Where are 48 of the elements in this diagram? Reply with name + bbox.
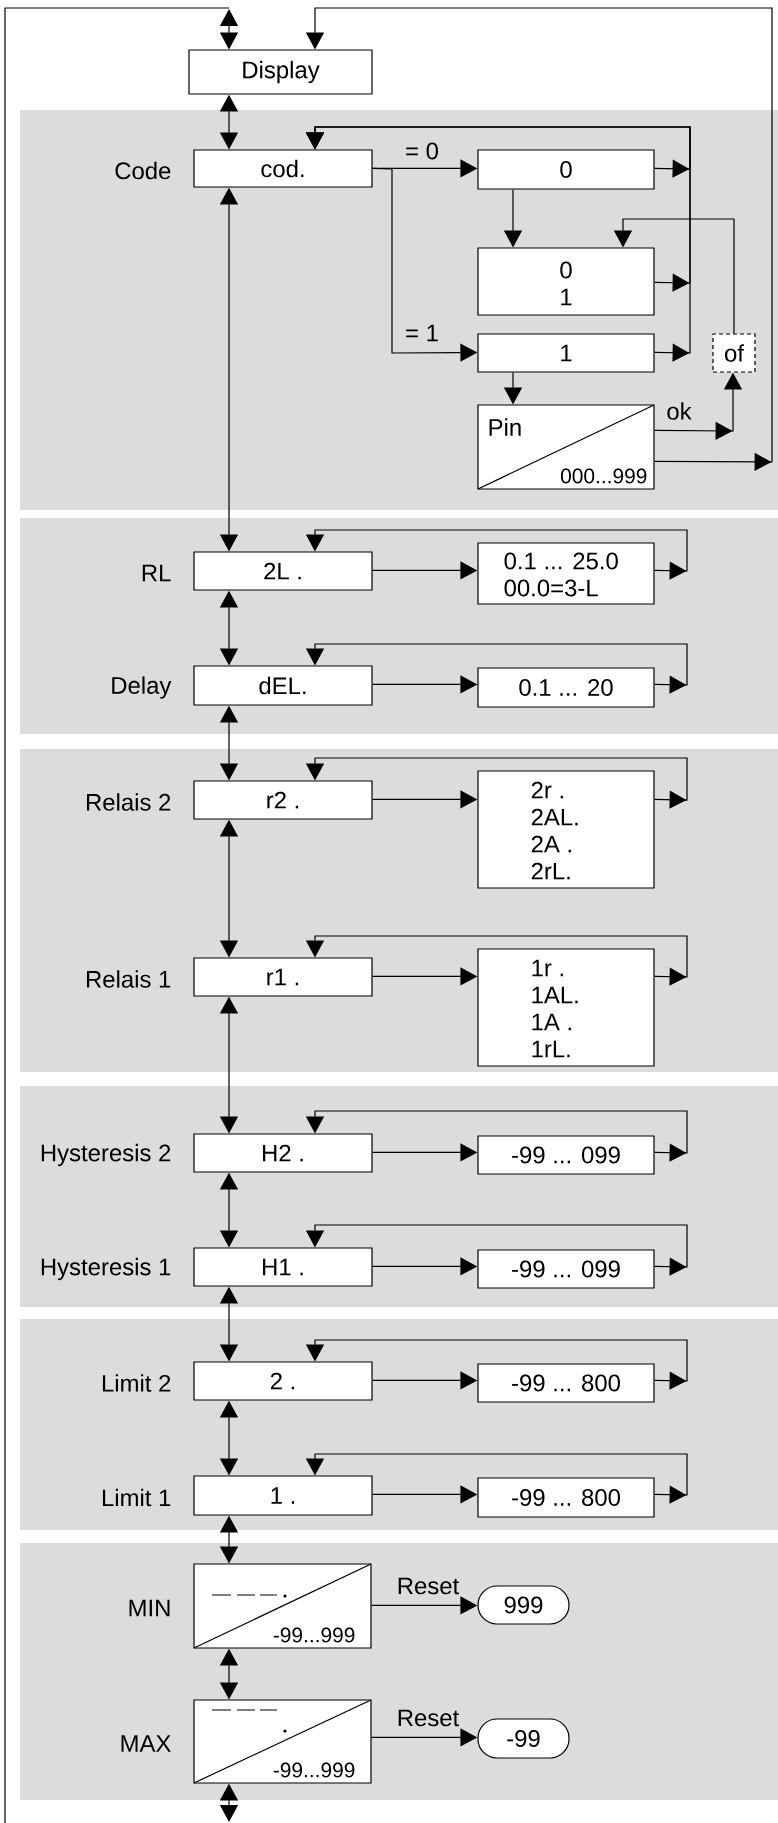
value-box: -99 ... 800 <box>477 1477 655 1518</box>
parameter-box: Display <box>188 49 373 95</box>
row-label: Relais 2 <box>87 793 171 811</box>
value-text: 0.1 ... 25.0 <box>504 552 618 570</box>
value-box: -99 ... 099 <box>477 1249 655 1289</box>
value-text: 00.0=3-L <box>504 579 598 597</box>
row-label: Limit 2 <box>102 1374 171 1392</box>
row-label: Relais 1 <box>87 970 171 988</box>
parameter-box: 1 . <box>193 1475 373 1516</box>
parameter-box: 2L . <box>193 551 373 591</box>
value-text: 1 <box>561 288 572 306</box>
row-label: Hysteresis 2 <box>41 1143 171 1167</box>
value-text: 1AL. <box>532 986 578 1004</box>
value-text: -99...999 <box>273 1627 355 1643</box>
parameter-box: r2 . <box>193 780 373 820</box>
value-box: 0.1 ... 20 <box>477 667 655 708</box>
row-label: Hysteresis 1 <box>41 1257 171 1281</box>
value-box: 0 <box>477 149 655 190</box>
value-text: 2AL. <box>531 808 578 826</box>
parameter-box: H2 . <box>193 1133 373 1173</box>
row-label: MAX <box>121 1735 171 1752</box>
row-label: Limit 1 <box>102 1488 171 1507</box>
value-text: 2r . <box>531 781 563 799</box>
value-text: Pin <box>489 418 521 436</box>
parameter-box: H1 . <box>193 1247 373 1287</box>
row-label: MIN <box>129 1599 170 1617</box>
value-text: 0 <box>560 261 572 279</box>
parameter-box: 2 . <box>193 1361 373 1401</box>
rounded-box: 999 <box>477 1585 570 1625</box>
value-text: 1rL. <box>532 1040 570 1058</box>
dashed-box: of <box>712 333 756 373</box>
value-text: 1r . <box>532 959 563 977</box>
row-label: RL <box>142 564 171 582</box>
value-text: 000...999 <box>560 468 647 484</box>
value-box: 1 <box>477 333 655 373</box>
rounded-box: -99 <box>477 1718 570 1759</box>
edge-label: ok <box>665 401 693 421</box>
value-text: -99...999 <box>273 1762 355 1778</box>
value-text: 2rL. <box>531 862 570 880</box>
parameter-box: dEL. <box>193 665 373 706</box>
parameter-box: r1 . <box>193 957 373 997</box>
row-label: Delay <box>112 676 172 699</box>
value-box: -99 ... 099 <box>477 1135 655 1175</box>
value-text: 2A . <box>531 835 571 853</box>
value-box: -99 ... 800 <box>477 1363 655 1403</box>
parameter-box: cod. <box>193 149 373 188</box>
value-text: 1A . <box>532 1013 571 1031</box>
row-label: Code <box>115 161 171 180</box>
